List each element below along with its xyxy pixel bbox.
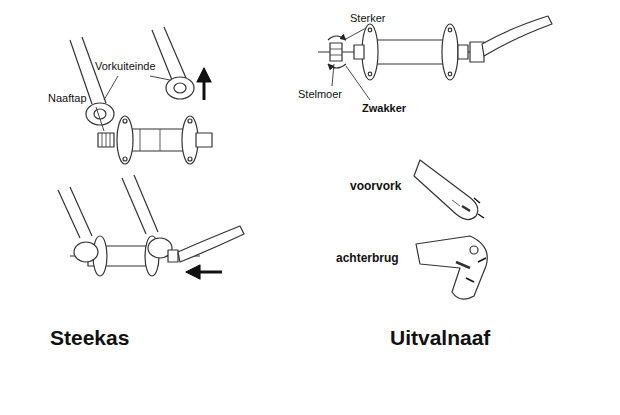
leader-line — [150, 76, 170, 80]
quick-release-hub — [448, 72, 452, 76]
fork-leg — [58, 187, 92, 238]
section-heading: Steekas — [50, 326, 129, 350]
fork-leg — [152, 27, 186, 80]
quick-release-hub — [448, 28, 452, 32]
rear-dropout — [416, 236, 487, 299]
part-label: Naaftap — [48, 92, 87, 105]
part-label: Stelmoer — [298, 88, 342, 101]
fork-leg — [58, 175, 158, 238]
leader-line — [332, 64, 334, 86]
mounted-hub — [168, 250, 178, 262]
fork-leg — [122, 175, 158, 234]
thru-axle-hub — [102, 133, 110, 147]
part-label: Vorkuiteinde — [95, 60, 156, 73]
quick-release-lever — [482, 16, 552, 56]
thru-axle-hub — [125, 129, 190, 151]
leader-line — [96, 76, 170, 131]
rear-dropout — [466, 258, 486, 282]
front-fork-dropout — [414, 160, 478, 220]
fork-dropout — [166, 77, 194, 99]
rear-dropout — [470, 246, 478, 254]
thru-axle-hub — [140, 129, 160, 151]
insert-arrow — [186, 265, 200, 279]
adjusting-nut — [330, 43, 342, 61]
part-label: Sterker — [350, 12, 385, 25]
leader-line — [104, 76, 118, 100]
rotation-arrow — [328, 36, 346, 68]
part-label: voorvork — [350, 180, 401, 194]
insert-arrow — [198, 271, 222, 274]
up-arrow — [197, 68, 211, 82]
thru-axle-hub — [188, 119, 192, 123]
section-heading: Uitvalnaaf — [390, 326, 490, 350]
thru-axle-hub — [98, 133, 114, 147]
rear-dropout — [456, 262, 470, 268]
quick-release-hub — [370, 40, 450, 64]
front-fork-dropout — [462, 206, 470, 211]
adjusting-nut — [330, 43, 342, 61]
quick-release-lever — [178, 226, 244, 262]
quick-release-lever — [482, 16, 552, 56]
leader-line — [96, 107, 104, 131]
quick-release-hub — [442, 24, 458, 80]
quick-release-hub — [458, 45, 468, 59]
quick-release-lever — [178, 226, 244, 262]
fork-dropout — [174, 83, 186, 93]
quick-release-hub — [368, 72, 372, 76]
thru-axle-hub — [123, 119, 127, 123]
rotation-arrow — [328, 64, 346, 68]
rear-dropout — [416, 236, 487, 299]
up-arrow — [197, 68, 211, 100]
leader-line — [344, 28, 366, 40]
front-fork-dropout — [452, 200, 460, 206]
thru-axle-hub — [196, 133, 212, 147]
quick-release-hub — [368, 28, 372, 32]
thru-axle-hub — [188, 157, 192, 161]
fork-dropout — [86, 77, 194, 125]
thru-axle-hub — [98, 116, 212, 164]
hub-illustration — [58, 16, 552, 299]
fork-dropout — [94, 109, 106, 119]
part-label: achterbrug — [336, 252, 399, 266]
quick-release-hub — [318, 24, 490, 80]
up-arrow — [203, 80, 206, 100]
thru-axle-hub — [123, 157, 127, 161]
front-fork-dropout — [474, 198, 484, 218]
fork-dropout — [86, 103, 114, 125]
rotation-arrow — [328, 36, 346, 40]
quick-release-hub — [354, 45, 364, 59]
adjusting-nut — [330, 49, 342, 55]
insert-arrow — [186, 265, 222, 279]
part-label: Zwakker — [362, 102, 406, 115]
thru-axle-hub — [117, 116, 133, 164]
front-fork-dropout — [414, 160, 484, 220]
mounted-hub — [74, 242, 98, 262]
leader-line — [346, 66, 370, 100]
